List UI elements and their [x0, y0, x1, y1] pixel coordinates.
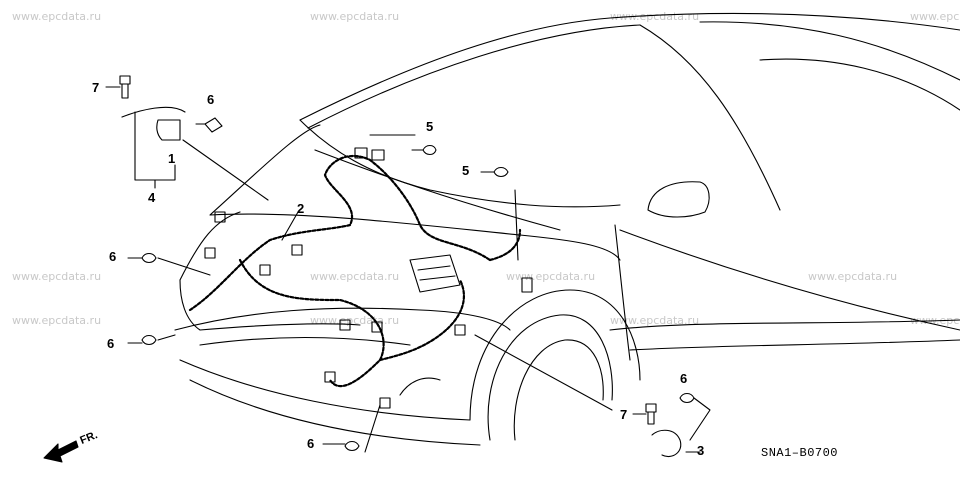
watermark: www.epcdata.ru	[808, 270, 898, 283]
callout-5: 5	[462, 163, 470, 178]
door-edge	[614, 224, 631, 361]
leader-6-mid	[157, 257, 211, 276]
wheel-outer	[487, 314, 613, 441]
watermark: www.epcdata.ru	[310, 270, 400, 283]
watermark: www.epc	[910, 10, 960, 23]
callout-6: 6	[107, 336, 115, 351]
leader-6-low	[157, 334, 176, 341]
harness-main	[188, 154, 492, 312]
harness-branch-2	[378, 278, 465, 362]
roof-right	[699, 21, 960, 81]
callout-6: 6	[307, 436, 315, 451]
part-3-strap	[651, 429, 682, 458]
a-pillar	[639, 24, 781, 211]
wheel-inner	[513, 339, 604, 441]
leader-6-bottom	[364, 404, 381, 453]
hood-front	[179, 211, 241, 281]
callout-2: 2	[297, 201, 305, 216]
harness-branch	[238, 258, 385, 388]
watermark: www.epcdata.ru	[506, 270, 596, 283]
watermark: www.epcdata.ru	[610, 314, 700, 327]
callout-6: 6	[207, 92, 215, 107]
headlight	[179, 279, 361, 331]
fender-arch	[469, 289, 641, 421]
watermark: www.epcdata.ru	[310, 10, 400, 23]
callout-6: 6	[680, 371, 688, 386]
leader-2	[281, 211, 299, 241]
side-line-2	[609, 319, 960, 331]
callout-7: 7	[92, 80, 100, 95]
watermark: www.epcdata.ru	[610, 10, 700, 23]
fog-area	[399, 377, 441, 396]
harness-branch-3	[488, 228, 522, 262]
side-line-1	[619, 229, 960, 331]
diagram-code: SNA1–B0700	[761, 446, 839, 460]
callout-5: 5	[426, 119, 434, 134]
mirror	[647, 181, 710, 218]
bumper-mid	[179, 359, 471, 421]
roof-right-2	[759, 58, 960, 111]
watermark: www.epcdata.ru	[12, 10, 102, 23]
front-arrow-icon	[43, 440, 79, 463]
part-1-wire	[121, 106, 186, 118]
callout-7: 7	[620, 407, 628, 422]
bumper-lower	[189, 379, 481, 446]
hood-outline	[209, 124, 621, 261]
leader-3	[474, 334, 613, 411]
leader-1	[182, 139, 269, 201]
side-line-3	[629, 339, 960, 351]
callout-3: 3	[697, 443, 705, 458]
grille-line	[199, 336, 411, 346]
callout-1: 1	[168, 151, 176, 166]
roof-line	[299, 12, 960, 121]
callout-4: 4	[148, 190, 156, 205]
watermark: www.epcdata.ru	[12, 270, 102, 283]
leader-5b	[514, 189, 519, 261]
relay-box	[409, 254, 461, 293]
callout-6: 6	[109, 249, 117, 264]
bumper-top	[174, 307, 511, 331]
windshield-base	[299, 119, 621, 208]
watermark: www.epcdata.ru	[12, 314, 102, 327]
bracket-4	[134, 111, 176, 181]
windshield-left	[307, 24, 641, 129]
